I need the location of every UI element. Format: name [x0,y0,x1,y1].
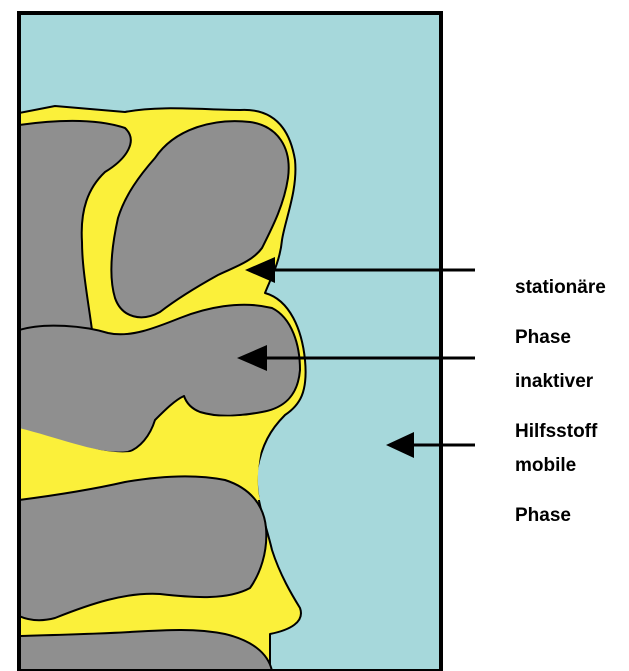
label-mobile-phase: mobile Phase [515,428,576,553]
label-mobile-phase-line2: Phase [515,503,576,528]
inactive-excipient-particle [19,630,272,671]
label-stationary-phase-line1: stationäre [515,275,606,300]
label-mobile-phase-line1: mobile [515,453,576,478]
label-inactive-excipient-line1: inaktiver [515,369,597,394]
